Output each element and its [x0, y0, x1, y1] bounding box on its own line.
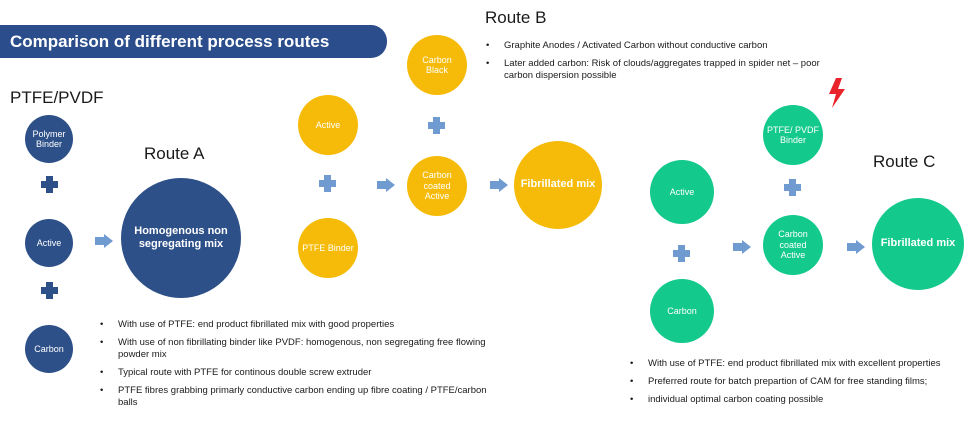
ptfe-pvdf-label: PTFE/PVDF — [10, 88, 104, 107]
route-a-note: With use of non fibrillating binder like… — [100, 337, 490, 361]
route-b-notes: Graphite Anodes / Activated Carbon witho… — [486, 40, 826, 88]
route-b-note: Graphite Anodes / Activated Carbon witho… — [486, 40, 826, 52]
route-b-carbon-coated-active: Carbon coated Active — [407, 156, 467, 216]
route-c-label: Route C — [873, 152, 936, 171]
route-a-polymer-binder: Polymer Binder — [25, 115, 73, 163]
route-a-label: Route A — [144, 144, 205, 163]
route-c-note: individual optimal carbon coating possib… — [630, 394, 965, 406]
plus-icon — [784, 179, 801, 196]
route-b-active: Active — [298, 95, 358, 155]
arrow-right-icon — [490, 178, 508, 192]
route-c-carbon-coated-active: Carbon coated Active — [763, 215, 823, 275]
route-a-note: PTFE fibres grabbing primarly conductive… — [100, 385, 490, 409]
route-b-label: Route B — [485, 8, 547, 27]
route-c-note: Preferred route for batch prepartion of … — [630, 376, 965, 388]
route-c-binder: PTFE/ PVDF Binder — [763, 105, 823, 165]
arrow-right-icon — [377, 178, 395, 192]
route-c-note: With use of PTFE: end product fibrillate… — [630, 358, 965, 370]
route-a-carbon: Carbon — [25, 325, 73, 373]
page-title: Comparison of different process routes — [10, 32, 330, 51]
arrow-right-icon — [733, 240, 751, 254]
route-a-note: With use of PTFE: end product fibrillate… — [100, 319, 490, 331]
route-a-notes: With use of PTFE: end product fibrillate… — [100, 319, 490, 415]
plus-icon — [41, 282, 58, 299]
arrow-right-icon — [847, 240, 865, 254]
route-a-note: Typical route with PTFE for continous do… — [100, 367, 490, 379]
route-c-output: Fibrillated mix — [872, 198, 964, 290]
plus-icon — [41, 176, 58, 193]
route-c-carbon: Carbon — [650, 279, 714, 343]
route-a-active: Active — [25, 219, 73, 267]
route-b-ptfe-binder: PTFE Binder — [298, 218, 358, 278]
route-c-notes: With use of PTFE: end product fibrillate… — [630, 358, 965, 412]
route-b-output: Fibrillated mix — [514, 141, 602, 229]
route-a-output: Homogenous non segregating mix — [121, 178, 241, 298]
plus-icon — [319, 175, 336, 192]
route-c-active: Active — [650, 160, 714, 224]
plus-icon — [428, 117, 445, 134]
plus-icon — [673, 245, 690, 262]
title-banner: Comparison of different process routes — [0, 25, 387, 58]
route-b-note: Later added carbon: Risk of clouds/aggre… — [486, 58, 826, 82]
lightning-bolt-icon — [829, 78, 845, 108]
route-b-carbon-black: Carbon Black — [407, 35, 467, 95]
arrow-right-icon — [95, 234, 113, 248]
